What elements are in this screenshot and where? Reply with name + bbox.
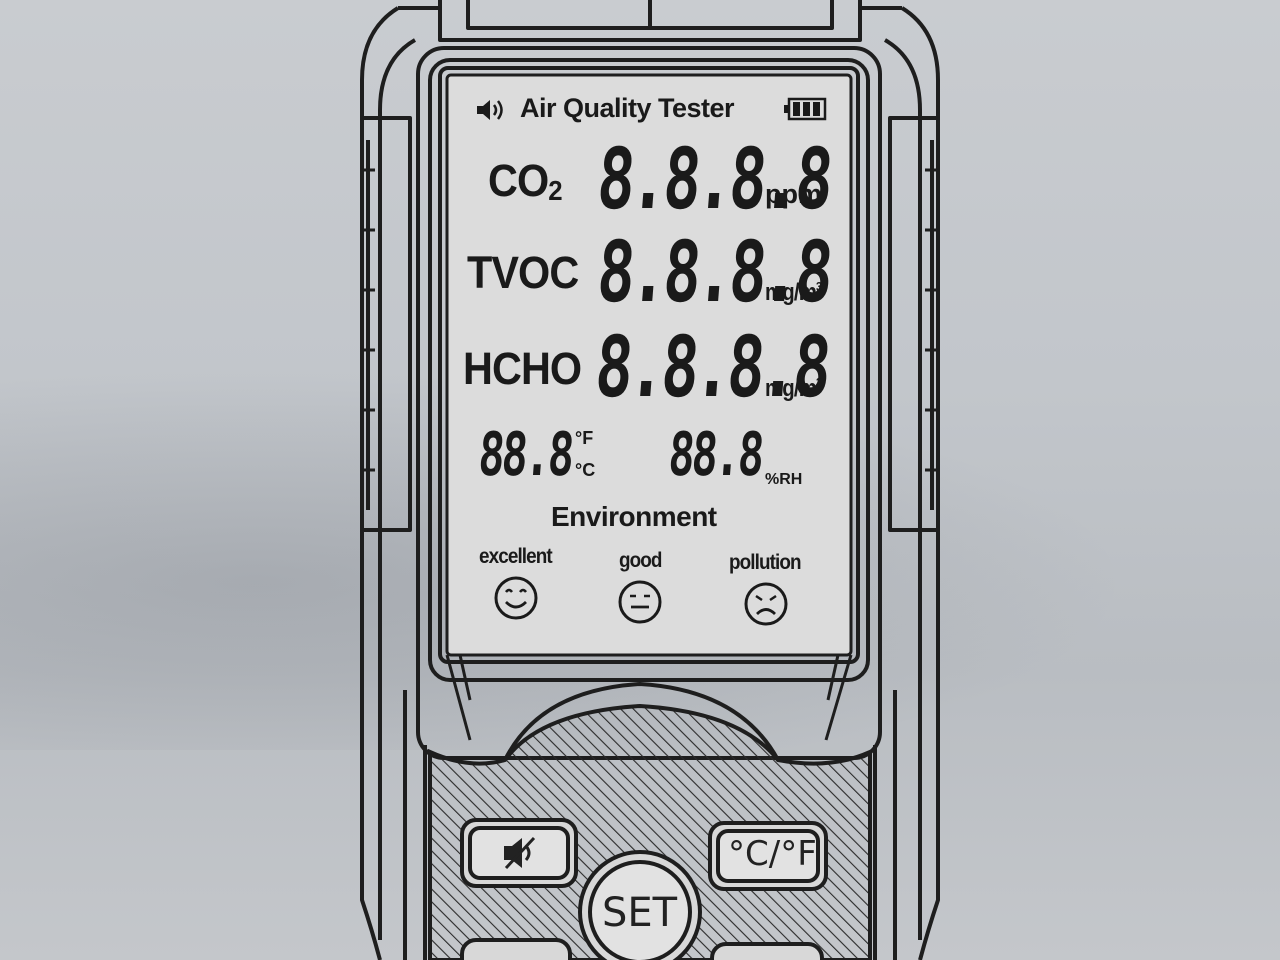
smile-face-icon (494, 576, 538, 620)
mute-button[interactable] (470, 828, 568, 878)
status-label-pollution: pollution (729, 551, 802, 574)
sad-face-icon (744, 582, 788, 626)
status-label-excellent: excellent (479, 545, 553, 568)
humidity-unit: %RH (765, 471, 803, 488)
set-button[interactable]: SET (602, 890, 678, 936)
bottom-right-button[interactable] (712, 944, 822, 960)
unit-toggle-button[interactable]: °C/°F (728, 834, 817, 874)
co2-unit: ppm (765, 179, 822, 209)
status-label-good: good (619, 549, 662, 572)
hcho-unit: mg/m3 (765, 375, 822, 402)
tvoc-unit: mg/m3 (765, 279, 822, 306)
tvoc-label: TVOC (467, 247, 579, 298)
hcho-label: HCHO (463, 343, 582, 394)
fahrenheit-unit: °F (575, 428, 594, 448)
neutral-face-icon (618, 580, 662, 624)
co2-label: CO2 (488, 155, 563, 206)
speaker-icon (477, 100, 503, 120)
bottom-left-button[interactable] (462, 940, 570, 960)
lcd-screen: Air Quality Tester CO2 8.8.8.8 ppm TVOC … (447, 75, 849, 655)
environment-label: Environment (551, 501, 717, 532)
device-title: Air Quality Tester (520, 93, 735, 123)
speaker-mute-icon (504, 836, 536, 870)
temperature-reading: 88.8 (476, 420, 574, 490)
celsius-unit: °C (575, 460, 596, 480)
battery-icon (784, 97, 827, 121)
humidity-reading: 88.8 (666, 420, 764, 490)
